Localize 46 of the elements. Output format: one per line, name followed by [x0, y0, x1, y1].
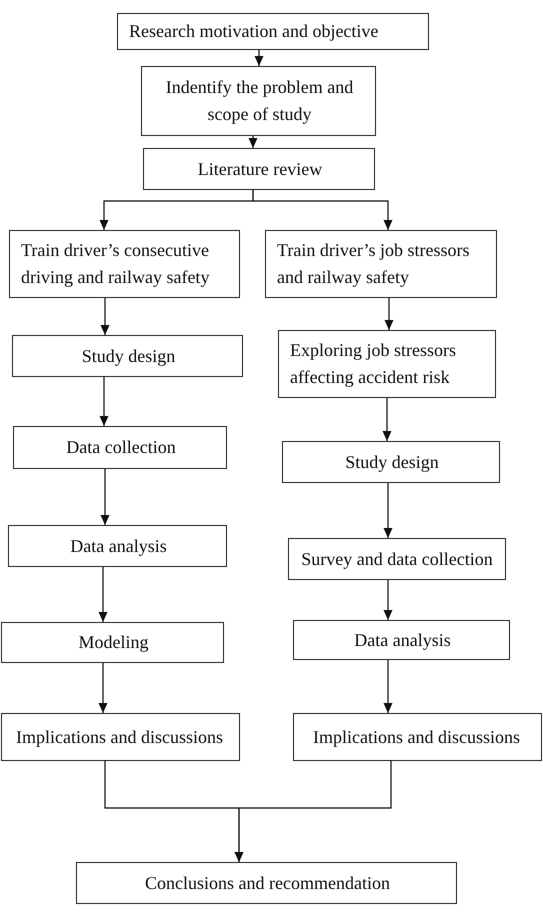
arrow — [100, 377, 108, 426]
step-text: Study design — [80, 344, 176, 368]
process-box — [9, 230, 240, 298]
step-text: Modeling — [78, 631, 150, 654]
process-box — [293, 713, 542, 761]
step-text: Data collection — [65, 436, 177, 459]
arrow — [382, 398, 392, 441]
arrow — [384, 580, 392, 620]
step-text: Exploring job stressors affecting accident risk — [290, 339, 457, 389]
process-box — [288, 538, 506, 580]
process-box — [8, 525, 227, 567]
arrow — [248, 136, 258, 148]
process-box — [278, 330, 496, 398]
step-text: Data analysis — [69, 534, 168, 558]
step-text: Implications and discussions — [15, 726, 224, 749]
arrow — [98, 567, 108, 622]
process-box — [282, 441, 500, 483]
step-text: Train driver’s job stressors and railway safety — [277, 239, 470, 289]
process-box — [293, 620, 510, 660]
arrow — [100, 469, 110, 525]
process-box — [143, 148, 375, 190]
process-box — [265, 230, 497, 298]
step-text: Indentify the problem and scope of study — [164, 76, 354, 126]
step-text: Train driver’s consecutive driving and railway safety — [21, 239, 210, 289]
arrow — [252, 190, 392, 230]
arrow — [98, 663, 108, 713]
step-text: Implications and discussions — [312, 726, 521, 749]
step-text: Research motivation and objective — [129, 20, 380, 43]
process-box — [13, 426, 227, 469]
process-box — [76, 862, 457, 904]
process-box — [1, 622, 224, 663]
arrow — [100, 298, 110, 335]
arrow — [384, 660, 392, 713]
step-text: Survey and data collection — [300, 548, 494, 571]
process-box — [1, 713, 240, 761]
arrow — [384, 483, 392, 538]
step-text: Literature review — [196, 158, 324, 180]
arrow — [384, 298, 394, 330]
arrow — [254, 50, 264, 66]
process-box — [141, 66, 376, 136]
process-box — [117, 13, 429, 50]
step-text: Conclusions and recommendation — [144, 872, 391, 894]
process-box — [12, 335, 243, 377]
arrow — [234, 761, 392, 862]
step-text: Data analysis — [353, 628, 452, 652]
step-text: Study design — [344, 450, 440, 474]
